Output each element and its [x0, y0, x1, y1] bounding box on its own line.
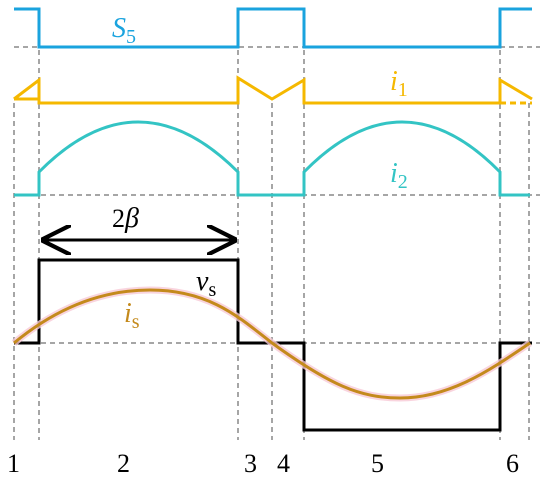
interval-4: 4 — [277, 449, 290, 478]
i2-label: i2 — [390, 158, 408, 193]
vertical-guides — [13, 50, 530, 440]
interval-3: 3 — [244, 449, 257, 478]
is-label: is — [124, 298, 140, 333]
i2-waveform — [14, 120, 530, 197]
interval-1: 1 — [7, 449, 20, 478]
interval-5: 5 — [371, 449, 384, 478]
is-waveform — [13, 288, 531, 400]
two-beta-label: 2β — [112, 203, 139, 234]
s5-waveform — [14, 7, 532, 49]
s5-label: S5 — [112, 13, 136, 48]
i1-waveform — [13, 75, 533, 105]
vs-label: vs — [196, 266, 216, 301]
i1-label: i1 — [390, 66, 408, 101]
interval-2: 2 — [117, 449, 130, 478]
interval-6: 6 — [506, 449, 519, 478]
